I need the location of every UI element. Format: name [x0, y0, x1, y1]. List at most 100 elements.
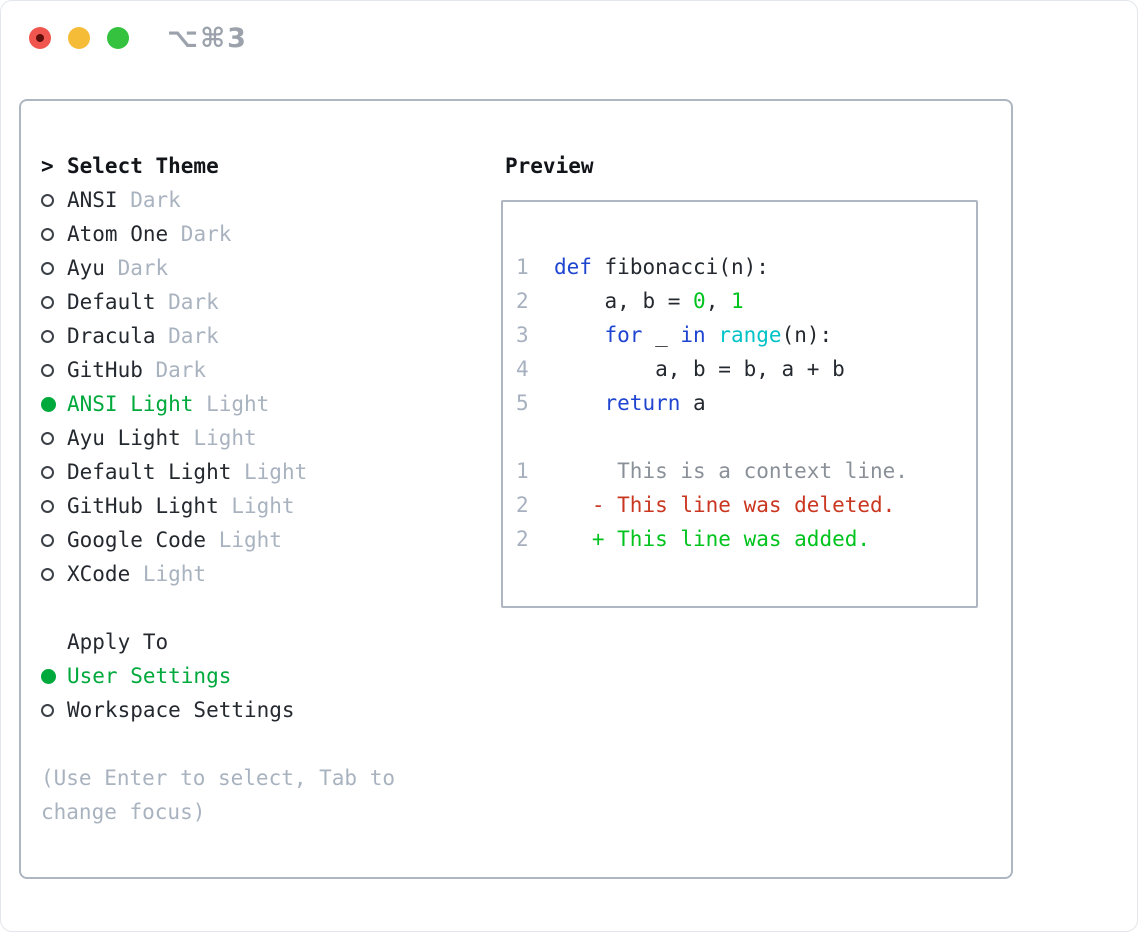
radio-icon: [41, 703, 54, 717]
line-number: 1: [516, 255, 529, 279]
theme-option[interactable]: GitHub Dark: [41, 353, 481, 387]
line-number: 1: [516, 459, 529, 483]
code-token: a: [680, 391, 706, 415]
radio-cell: [41, 499, 67, 513]
apply-to-label: Apply To: [67, 630, 169, 654]
theme-option[interactable]: Atom One Dark: [41, 217, 481, 251]
theme-name: Ayu: [67, 256, 105, 280]
code-token: a, b =: [528, 289, 694, 313]
radio-cell: [41, 261, 67, 275]
apply-to-option-label: Workspace Settings: [67, 698, 295, 722]
code-line: 3 for _ in range(n):: [516, 318, 976, 352]
theme-name: Default: [67, 290, 156, 314]
radio-selected-icon: [41, 668, 56, 684]
code-token: [529, 493, 592, 517]
radio-cell: [41, 363, 67, 377]
code-line: 4 a, b = b, a + b: [516, 352, 976, 386]
code-token: - This line was deleted.: [591, 493, 896, 517]
line-number: 2: [516, 289, 529, 313]
unsaved-changes-dot-icon: [36, 34, 44, 42]
theme-name: GitHub Light: [67, 494, 219, 518]
radio-icon: [41, 465, 54, 479]
code-token: _: [642, 323, 681, 347]
code-token: + This line was added.: [591, 527, 871, 551]
theme-option[interactable]: ANSI Light Light: [41, 387, 481, 421]
code-line: 5 return a: [516, 386, 976, 420]
theme-option[interactable]: XCode Light: [41, 557, 481, 591]
theme-option[interactable]: GitHub Light Light: [41, 489, 481, 523]
code-token: [529, 323, 605, 347]
code-token: This is a context line.: [528, 459, 908, 483]
code-line: 1 def fibonacci(n):: [516, 250, 976, 284]
theme-variant-tag: Light: [130, 562, 207, 586]
code-line: 1 This is a context line.: [516, 454, 976, 488]
minimize-button[interactable]: [68, 27, 90, 49]
theme-variant-tag: Light: [218, 494, 295, 518]
code-token: ,: [705, 289, 731, 313]
radio-cell: [41, 668, 67, 684]
radio-cell: [41, 567, 67, 581]
code-token: a, b = b, a + b: [528, 357, 845, 381]
theme-option[interactable]: Default Light Light: [41, 455, 481, 489]
spacer: [41, 727, 481, 761]
code-token: return: [604, 391, 681, 415]
radio-icon: [41, 533, 54, 547]
theme-name: XCode: [67, 562, 131, 586]
theme-name: ANSI: [67, 188, 118, 212]
apply-to-option[interactable]: User Settings: [41, 659, 481, 693]
hint-text: (Use Enter to select, Tab to change focu…: [41, 766, 396, 824]
theme-variant-tag: Light: [231, 460, 308, 484]
theme-option[interactable]: Ayu Light Light: [41, 421, 481, 455]
radio-icon: [41, 329, 54, 343]
theme-name: ANSI Light: [67, 392, 194, 416]
preview-column: Preview 1 def fibonacci(n):2 a, b = 0, 1…: [501, 149, 978, 608]
radio-icon: [41, 295, 54, 309]
line-number: 3: [516, 323, 529, 347]
radio-cell: [41, 295, 67, 309]
radio-icon: [41, 363, 54, 377]
theme-variant-tag: Light: [193, 392, 270, 416]
radio-cell: [41, 329, 67, 343]
radio-icon: [41, 431, 54, 445]
radio-icon: [41, 227, 54, 241]
theme-option[interactable]: Google Code Light: [41, 523, 481, 557]
theme-option[interactable]: Dracula Dark: [41, 319, 481, 353]
radio-icon: [41, 193, 54, 207]
radio-cell: [41, 193, 67, 207]
focus-prompt-icon: >: [41, 154, 54, 178]
code-line: 2 + This line was added.: [516, 522, 976, 556]
spacer: [41, 591, 481, 625]
theme-name: Atom One: [67, 222, 169, 246]
theme-variant-tag: Dark: [104, 256, 169, 280]
apply-to-option-label: User Settings: [67, 664, 232, 688]
theme-option[interactable]: ANSI Dark: [41, 183, 481, 217]
code-token: fibonacci(n):: [591, 255, 769, 279]
code-token: 1: [730, 289, 744, 313]
radio-selected-icon: [41, 396, 56, 412]
code-line: 2 a, b = 0, 1: [516, 284, 976, 318]
radio-cell: [41, 227, 67, 241]
radio-cell: [41, 533, 67, 547]
radio-cell: [41, 465, 67, 479]
theme-option[interactable]: Ayu Dark: [41, 251, 481, 285]
apply-to-option[interactable]: Workspace Settings: [41, 693, 481, 727]
close-button[interactable]: [29, 27, 51, 49]
radio-cell: [41, 396, 67, 412]
theme-variant-tag: Light: [180, 426, 257, 450]
select-theme-header: > Select Theme: [41, 149, 481, 183]
theme-variant-tag: Dark: [155, 290, 219, 314]
theme-variant-tag: Dark: [117, 188, 181, 212]
code-token: range: [718, 323, 782, 347]
maximize-button[interactable]: [107, 27, 129, 49]
theme-name: Ayu Light: [67, 426, 181, 450]
theme-name: Google Code: [67, 528, 207, 552]
theme-option[interactable]: Default Dark: [41, 285, 481, 319]
apply-to-header: Apply To: [41, 625, 481, 659]
select-theme-label: Select Theme: [67, 154, 219, 178]
radio-cell: [41, 703, 67, 717]
